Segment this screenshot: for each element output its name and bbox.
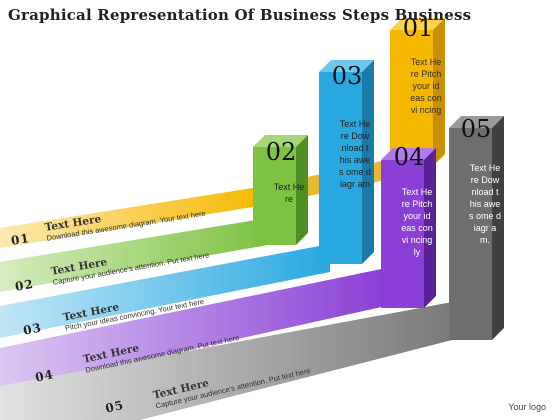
page-title: Graphical Representation Of Business Ste… xyxy=(8,6,472,24)
column-text-04: Text Here Pitch your ideas convi ncing l… xyxy=(401,187,433,257)
ribbon-step-03 xyxy=(0,244,330,338)
column-step-01 xyxy=(390,18,445,166)
column-text-05: Text Here Dow nload this awes ome diagr … xyxy=(469,163,502,245)
column-number-05: 05 xyxy=(460,115,492,143)
column-text-02: Text Here xyxy=(273,182,305,204)
ribbon-number-01: 01 xyxy=(10,231,31,248)
column-step-02 xyxy=(253,135,308,245)
ribbon-step-05 xyxy=(0,302,452,420)
column-text-03: Text Here Dow nload this awes ome diagr … xyxy=(339,119,372,189)
column-step-04 xyxy=(381,148,436,308)
column-number-01: 01 xyxy=(402,14,434,42)
ribbon-step-01 xyxy=(0,186,265,248)
logo-text: Your logo xyxy=(508,402,546,412)
ribbon-step-04 xyxy=(0,268,386,392)
column-step-05 xyxy=(449,116,504,340)
column-number-03: 03 xyxy=(331,62,363,90)
column-number-02: 02 xyxy=(265,138,297,166)
ribbon-step-02 xyxy=(0,218,268,292)
column-text-01: Text Here Pitch your ideas convi ncing xyxy=(410,57,442,115)
column-number-04: 04 xyxy=(393,143,425,171)
column-step-03 xyxy=(319,60,374,264)
